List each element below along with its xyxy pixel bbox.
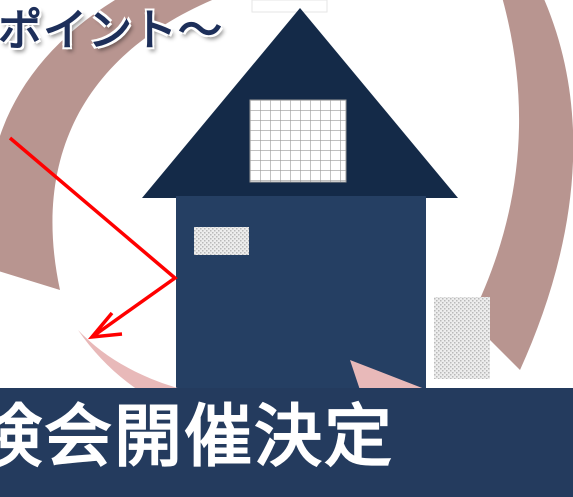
house-body <box>176 196 426 392</box>
roof-window-icon <box>249 99 347 183</box>
caption-text: ポイント～ <box>0 5 223 56</box>
banner-title: 検会開催決定 <box>0 398 395 477</box>
house-side-window <box>194 227 249 255</box>
top-fragment <box>251 0 328 13</box>
pointer-arrow-head <box>87 311 123 340</box>
bottom-banner <box>0 388 573 497</box>
cycle-arrow-right-arc <box>470 0 573 370</box>
pointer-arrow <box>8 136 178 339</box>
cycle-arrow-left-arc <box>0 0 213 290</box>
house-door-block <box>434 297 490 379</box>
